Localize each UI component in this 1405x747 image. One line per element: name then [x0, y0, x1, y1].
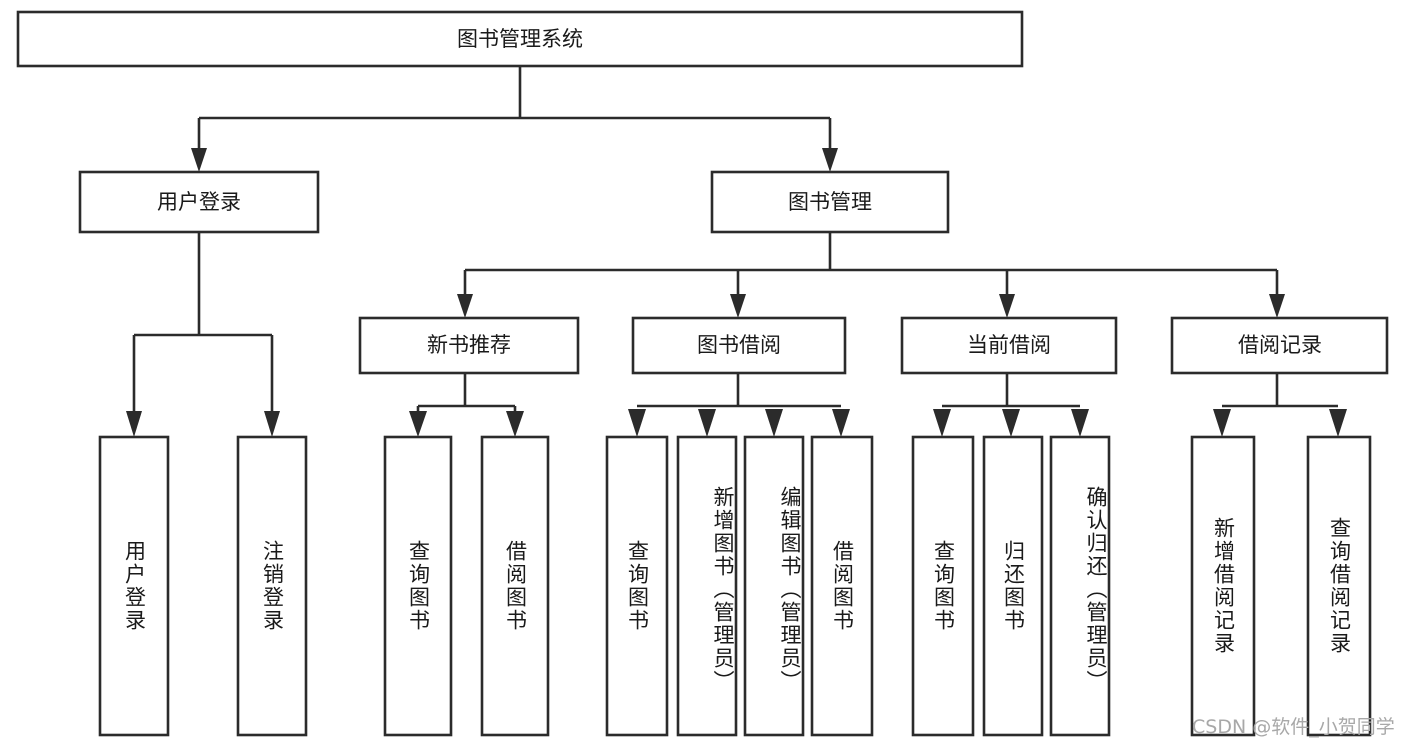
node-box-leaf-add-borrow-record[interactable]: [1190, 435, 1256, 737]
node-label-current-borrow: 当前借阅: [967, 333, 1051, 357]
node-box-layer: 图书管理系统 用户登录 图书管理 新书推荐 图书借阅 当前借阅 借阅记录: [16, 10, 1389, 737]
arrow-query-book-current: [933, 409, 951, 437]
arrow-book-borrow: [730, 294, 746, 318]
node-box-leaf-return-book[interactable]: [982, 435, 1044, 737]
node-label-borrow-record: 借阅记录: [1238, 333, 1322, 357]
node-box-leaf-query-book-borrow[interactable]: [605, 435, 669, 737]
csdn-watermark: CSDN @软件_小贺同学: [1192, 716, 1395, 738]
node-box-leaf-borrow-book-recommend[interactable]: [480, 435, 550, 737]
arrow-borrow-book: [832, 409, 850, 437]
arrow-current-borrow: [999, 294, 1015, 318]
node-box-borrow-record[interactable]: [1170, 316, 1389, 375]
arrow-leaf-user-login: [126, 411, 142, 437]
node-box-current-borrow[interactable]: [900, 316, 1118, 375]
node-box-new-book-recommend[interactable]: [358, 316, 580, 375]
node-label-new-book-recommend: 新书推荐: [427, 333, 511, 357]
node-box-book-management[interactable]: [710, 170, 950, 234]
node-box-leaf-logout[interactable]: [236, 435, 308, 737]
node-box-leaf-query-book-current[interactable]: [911, 435, 975, 737]
arrow-confirm-return: [1071, 409, 1089, 437]
node-label-user-login: 用户登录: [157, 190, 241, 214]
node-box-user-login[interactable]: [78, 170, 320, 234]
arrow-return-book: [1002, 409, 1020, 437]
arrow-leaf-logout: [264, 411, 280, 437]
arrow-book-management: [822, 148, 838, 172]
arrow-edit-book: [765, 409, 783, 437]
arrow-query-book-recommend: [409, 411, 427, 437]
arrow-new-book-recommend: [457, 294, 473, 318]
node-label-book-management: 图书管理: [788, 190, 872, 214]
arrow-borrow-record: [1269, 294, 1285, 318]
node-box-leaf-edit-book[interactable]: [743, 435, 805, 737]
node-box-leaf-query-borrow-record[interactable]: [1306, 435, 1372, 737]
node-label-root: 图书管理系统: [457, 27, 583, 51]
arrow-borrow-book-recommend: [506, 411, 524, 437]
node-box-leaf-user-login[interactable]: [98, 435, 170, 737]
node-box-leaf-query-book-recommend[interactable]: [383, 435, 453, 737]
arrow-user-login: [191, 148, 207, 172]
node-box-leaf-confirm-return[interactable]: [1049, 435, 1111, 737]
arrow-add-book: [698, 409, 716, 437]
arrow-query-book-borrow: [628, 409, 646, 437]
node-box-leaf-borrow-book[interactable]: [810, 435, 874, 737]
node-box-leaf-add-book[interactable]: [676, 435, 738, 737]
node-box-book-borrow[interactable]: [631, 316, 847, 375]
node-label-book-borrow: 图书借阅: [697, 333, 781, 357]
arrow-add-borrow-record: [1213, 409, 1231, 437]
arrow-query-borrow-record: [1329, 409, 1347, 437]
connector-layer: [126, 66, 1347, 437]
node-box-root[interactable]: [16, 10, 1024, 68]
